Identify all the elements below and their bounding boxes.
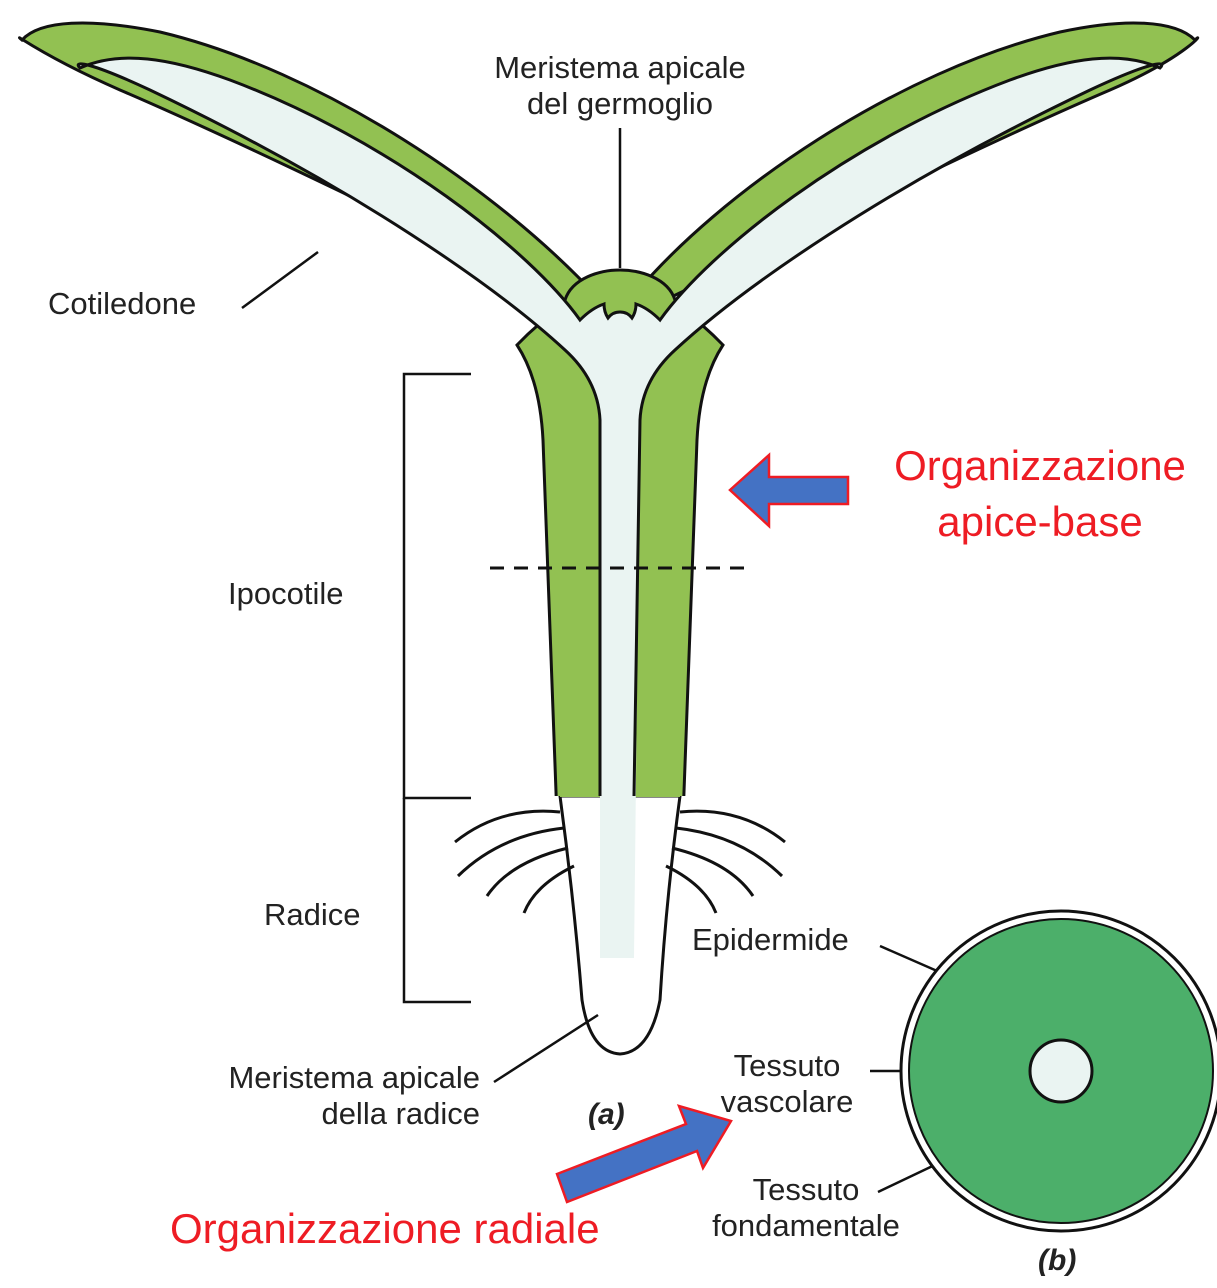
hypocotyl-bracket xyxy=(404,374,471,798)
cross-section-vascular xyxy=(1030,1040,1092,1102)
panel-b-label: (b) xyxy=(1038,1243,1076,1279)
epidermis-leader xyxy=(880,946,944,974)
hypocotyl-label: Ipocotile xyxy=(228,576,343,612)
cotyledon-label: Cotiledone xyxy=(48,286,196,322)
root-bracket xyxy=(404,798,471,1002)
radial-annotation: Organizzazione radiale xyxy=(170,1201,600,1257)
root-meristem-leader xyxy=(494,1015,598,1082)
left-arrow-icon xyxy=(730,455,848,526)
epidermis-label: Epidermide xyxy=(692,922,849,958)
root-label: Radice xyxy=(264,897,361,933)
cotyledon-leader xyxy=(242,252,318,308)
panel-a-label: (a) xyxy=(588,1097,625,1133)
